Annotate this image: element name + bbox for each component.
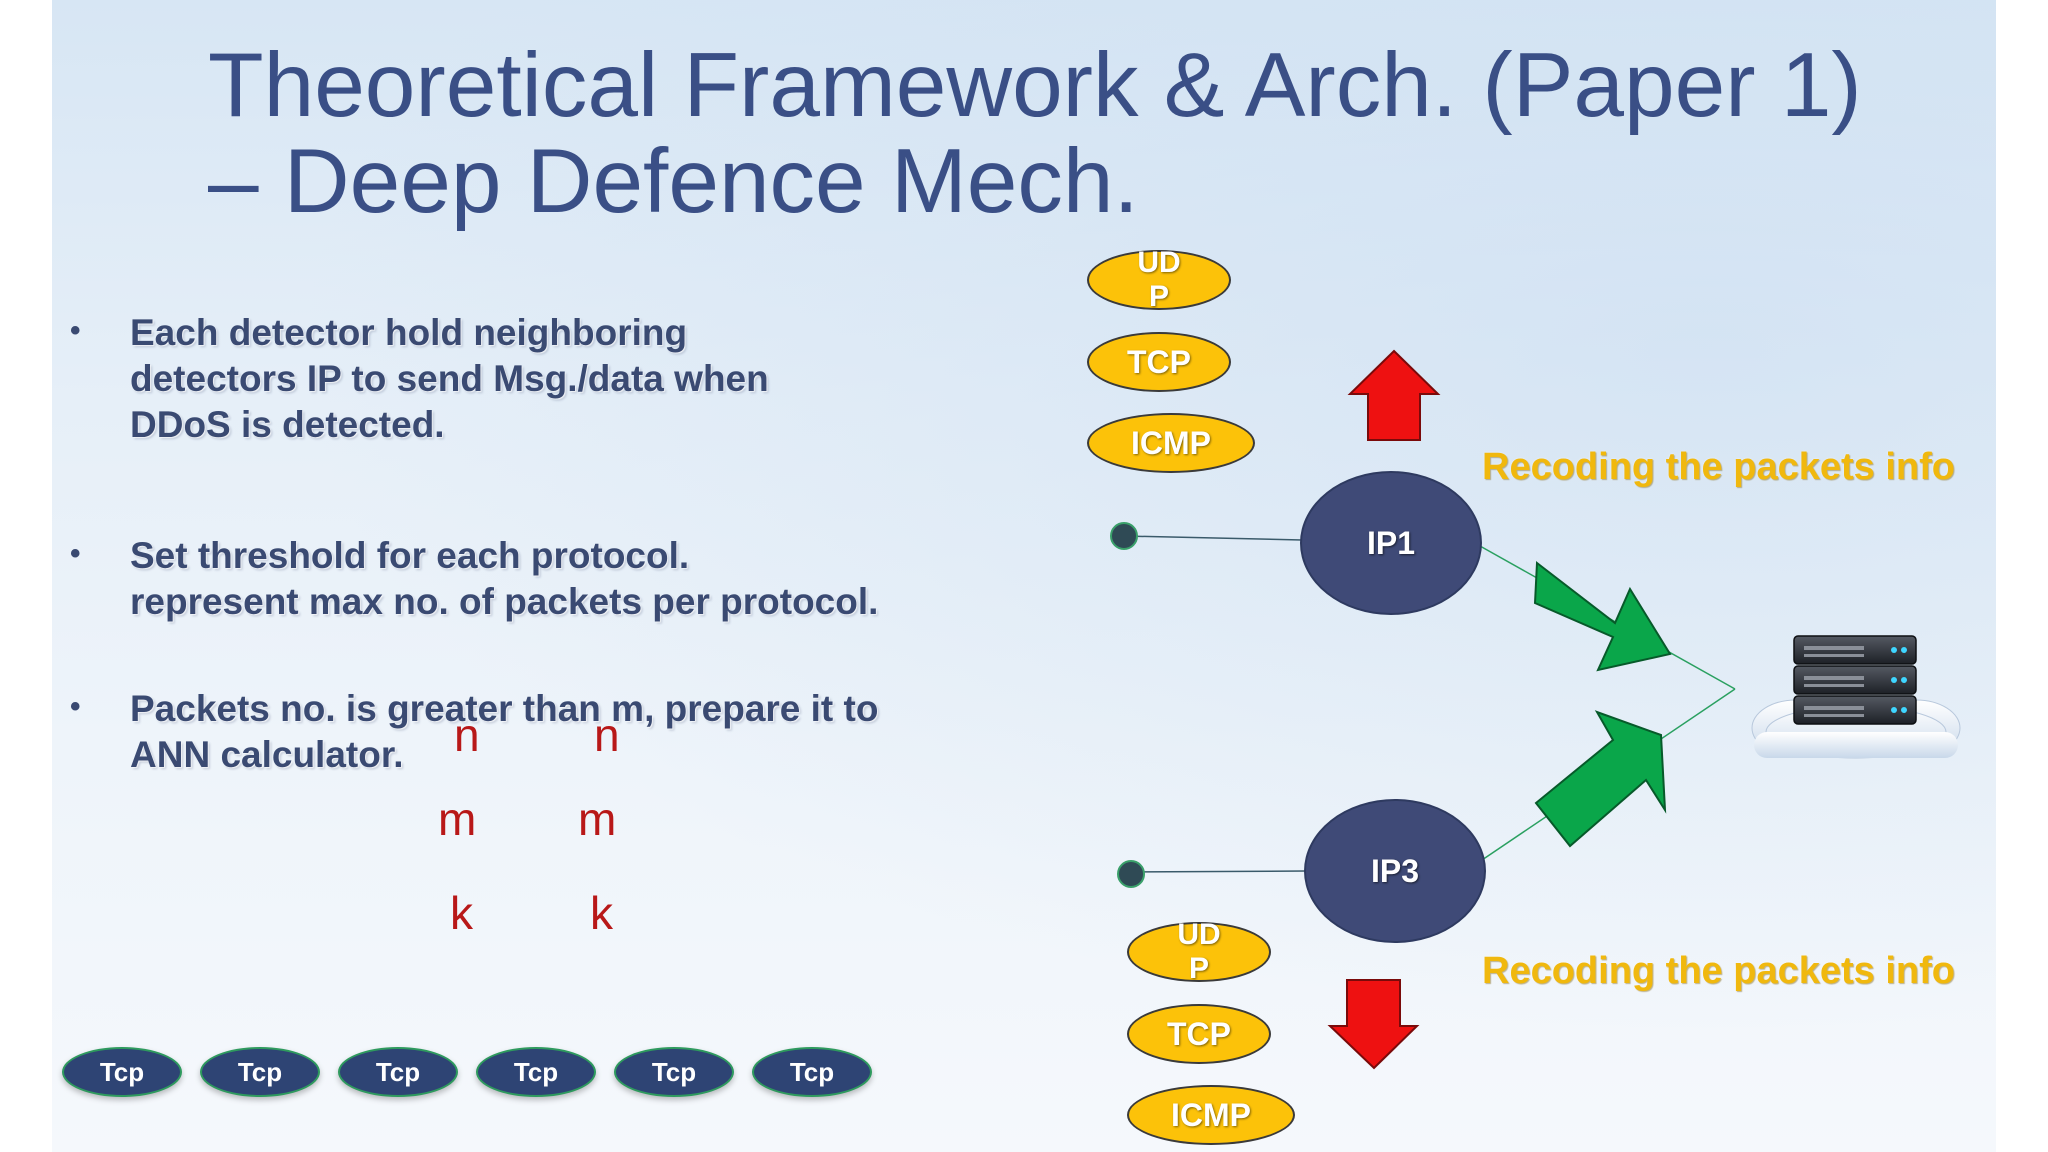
- bullet-3: Packets no. is greater than m, prepare i…: [130, 688, 879, 775]
- ip-node-ip3: IP3: [1304, 799, 1486, 943]
- endpoint-dot-top: [1110, 522, 1138, 550]
- threshold-letter-k: k: [450, 887, 473, 939]
- threshold-letter-n: n: [454, 709, 480, 761]
- tcp-packet-pill: Tcp: [752, 1047, 872, 1097]
- slide-title: Theoretical Framework & Arch. (Paper 1) …: [208, 35, 1862, 232]
- tcp-packet-pill: Tcp: [476, 1047, 596, 1097]
- slide: Theoretical Framework & Arch. (Paper 1) …: [52, 0, 1996, 1152]
- protocol-udp-top: UD P: [1087, 246, 1231, 313]
- diagram-connectors: [1123, 349, 1736, 1070]
- bullet-1: Each detector hold neighboring detectors…: [130, 312, 769, 445]
- cloud-server-icon: [1751, 635, 1961, 759]
- bullet-marker: •: [70, 690, 81, 723]
- threshold-letter-m: m: [578, 793, 617, 845]
- protocol-icmp-top: ICMP: [1087, 413, 1255, 473]
- tcp-packet-pill: Tcp: [338, 1047, 458, 1097]
- protocol-udp-bottom: UD P: [1127, 918, 1271, 985]
- bullet-marker: •: [70, 537, 81, 570]
- ip-node-ip1: IP1: [1300, 471, 1482, 615]
- caption-recoding-bottom: Recoding the packets info: [1482, 950, 1955, 992]
- endpoint-dot-bottom: [1117, 860, 1145, 888]
- tcp-packet-pill: Tcp: [200, 1047, 320, 1097]
- red-up-arrow: [1347, 349, 1441, 441]
- protocol-tcp-bottom: TCP: [1127, 1004, 1271, 1064]
- tcp-packet-pill: Tcp: [614, 1047, 734, 1097]
- red-down-arrow: [1327, 979, 1420, 1070]
- protocol-icmp-bottom: ICMP: [1127, 1085, 1295, 1145]
- green-arrow-ip3-server: [1534, 710, 1667, 848]
- threshold-letter-n: n: [594, 709, 620, 761]
- green-arrow-ip1-server: [1533, 561, 1672, 672]
- threshold-letter-m: m: [438, 793, 477, 845]
- link-endpoint-ip3: [1129, 870, 1307, 873]
- tcp-packet-pill: Tcp: [62, 1047, 182, 1097]
- caption-recoding-top: Recoding the packets info: [1482, 446, 1955, 488]
- link-endpoint-ip1: [1123, 535, 1303, 541]
- threshold-letter-k: k: [590, 887, 613, 939]
- protocol-tcp-top: TCP: [1087, 332, 1231, 392]
- bullet-2: Set threshold for each protocol. represe…: [130, 535, 879, 622]
- bullet-marker: •: [70, 314, 81, 347]
